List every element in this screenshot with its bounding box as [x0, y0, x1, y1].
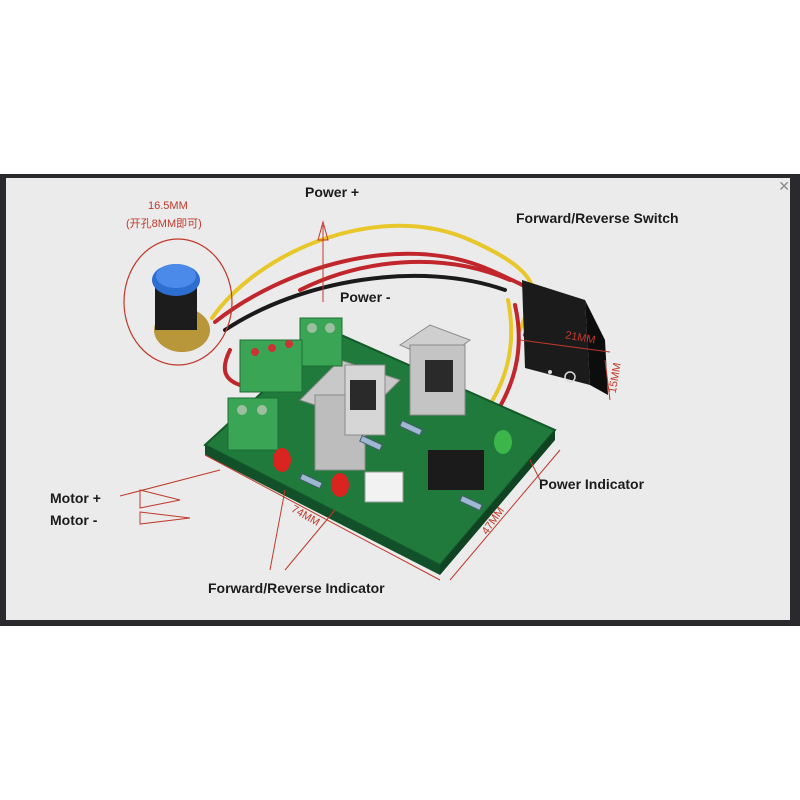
fr-indicator-label: Forward/Reverse Indicator	[208, 580, 385, 596]
resistors	[299, 419, 483, 512]
knob-hole-label: (开孔8MM即可)	[126, 218, 202, 230]
knob-diameter-label: 16.5MM	[148, 200, 188, 212]
power-minus-label: Power -	[340, 289, 391, 305]
power-terminal	[299, 317, 343, 367]
motor-terminal	[227, 397, 279, 451]
ic-chip	[428, 450, 484, 490]
pot-terminal	[239, 339, 303, 393]
motor-minus-label: Motor -	[50, 512, 98, 528]
close-icon[interactable]: ✕	[778, 178, 790, 194]
annotation-lines	[119, 220, 611, 581]
motor-plus-label: Motor +	[50, 490, 101, 506]
heatsink-right	[398, 324, 472, 416]
heatsink-left	[299, 359, 401, 471]
power-indicator-label: Power Indicator	[539, 476, 645, 492]
power-indicator-led	[494, 430, 512, 454]
fr-indicator-leds	[273, 448, 349, 497]
rocker-switch	[522, 280, 608, 395]
potentiometer	[123, 238, 233, 366]
switch-label: Forward/Reverse Switch	[516, 210, 679, 226]
power-plus-label: Power +	[305, 184, 360, 200]
jst-connector	[364, 471, 404, 503]
